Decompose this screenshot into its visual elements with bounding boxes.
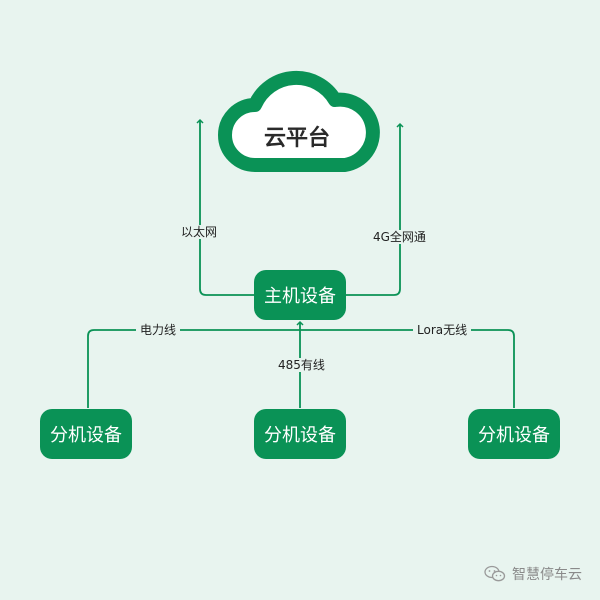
sub-device-node-center[interactable]: 分机设备 [254, 409, 346, 459]
cellular-label: 4G全网通 [369, 230, 430, 244]
ethernet-label: 以太网 [177, 225, 222, 239]
cellular-link [346, 122, 404, 296]
lora-link [300, 329, 515, 408]
watermark-text: 智慧停车云 [512, 567, 582, 583]
main-device-node[interactable]: 主机设备 [254, 270, 346, 320]
sub-device-node-left[interactable]: 分机设备 [40, 409, 132, 459]
sub-device-node-right[interactable]: 分机设备 [468, 409, 560, 459]
cloud-icon [218, 71, 380, 172]
power-line-link [87, 329, 300, 408]
ethernet-link [196, 118, 254, 296]
lora-label: Lora无线 [413, 323, 472, 337]
wired-485-label: 485有线 [274, 358, 329, 372]
wechat-icon [484, 565, 506, 582]
power-line-label: 电力线 [136, 323, 181, 337]
cloud-platform-label: 云平台 [264, 126, 331, 151]
watermark: 智慧停车云 [484, 564, 582, 584]
